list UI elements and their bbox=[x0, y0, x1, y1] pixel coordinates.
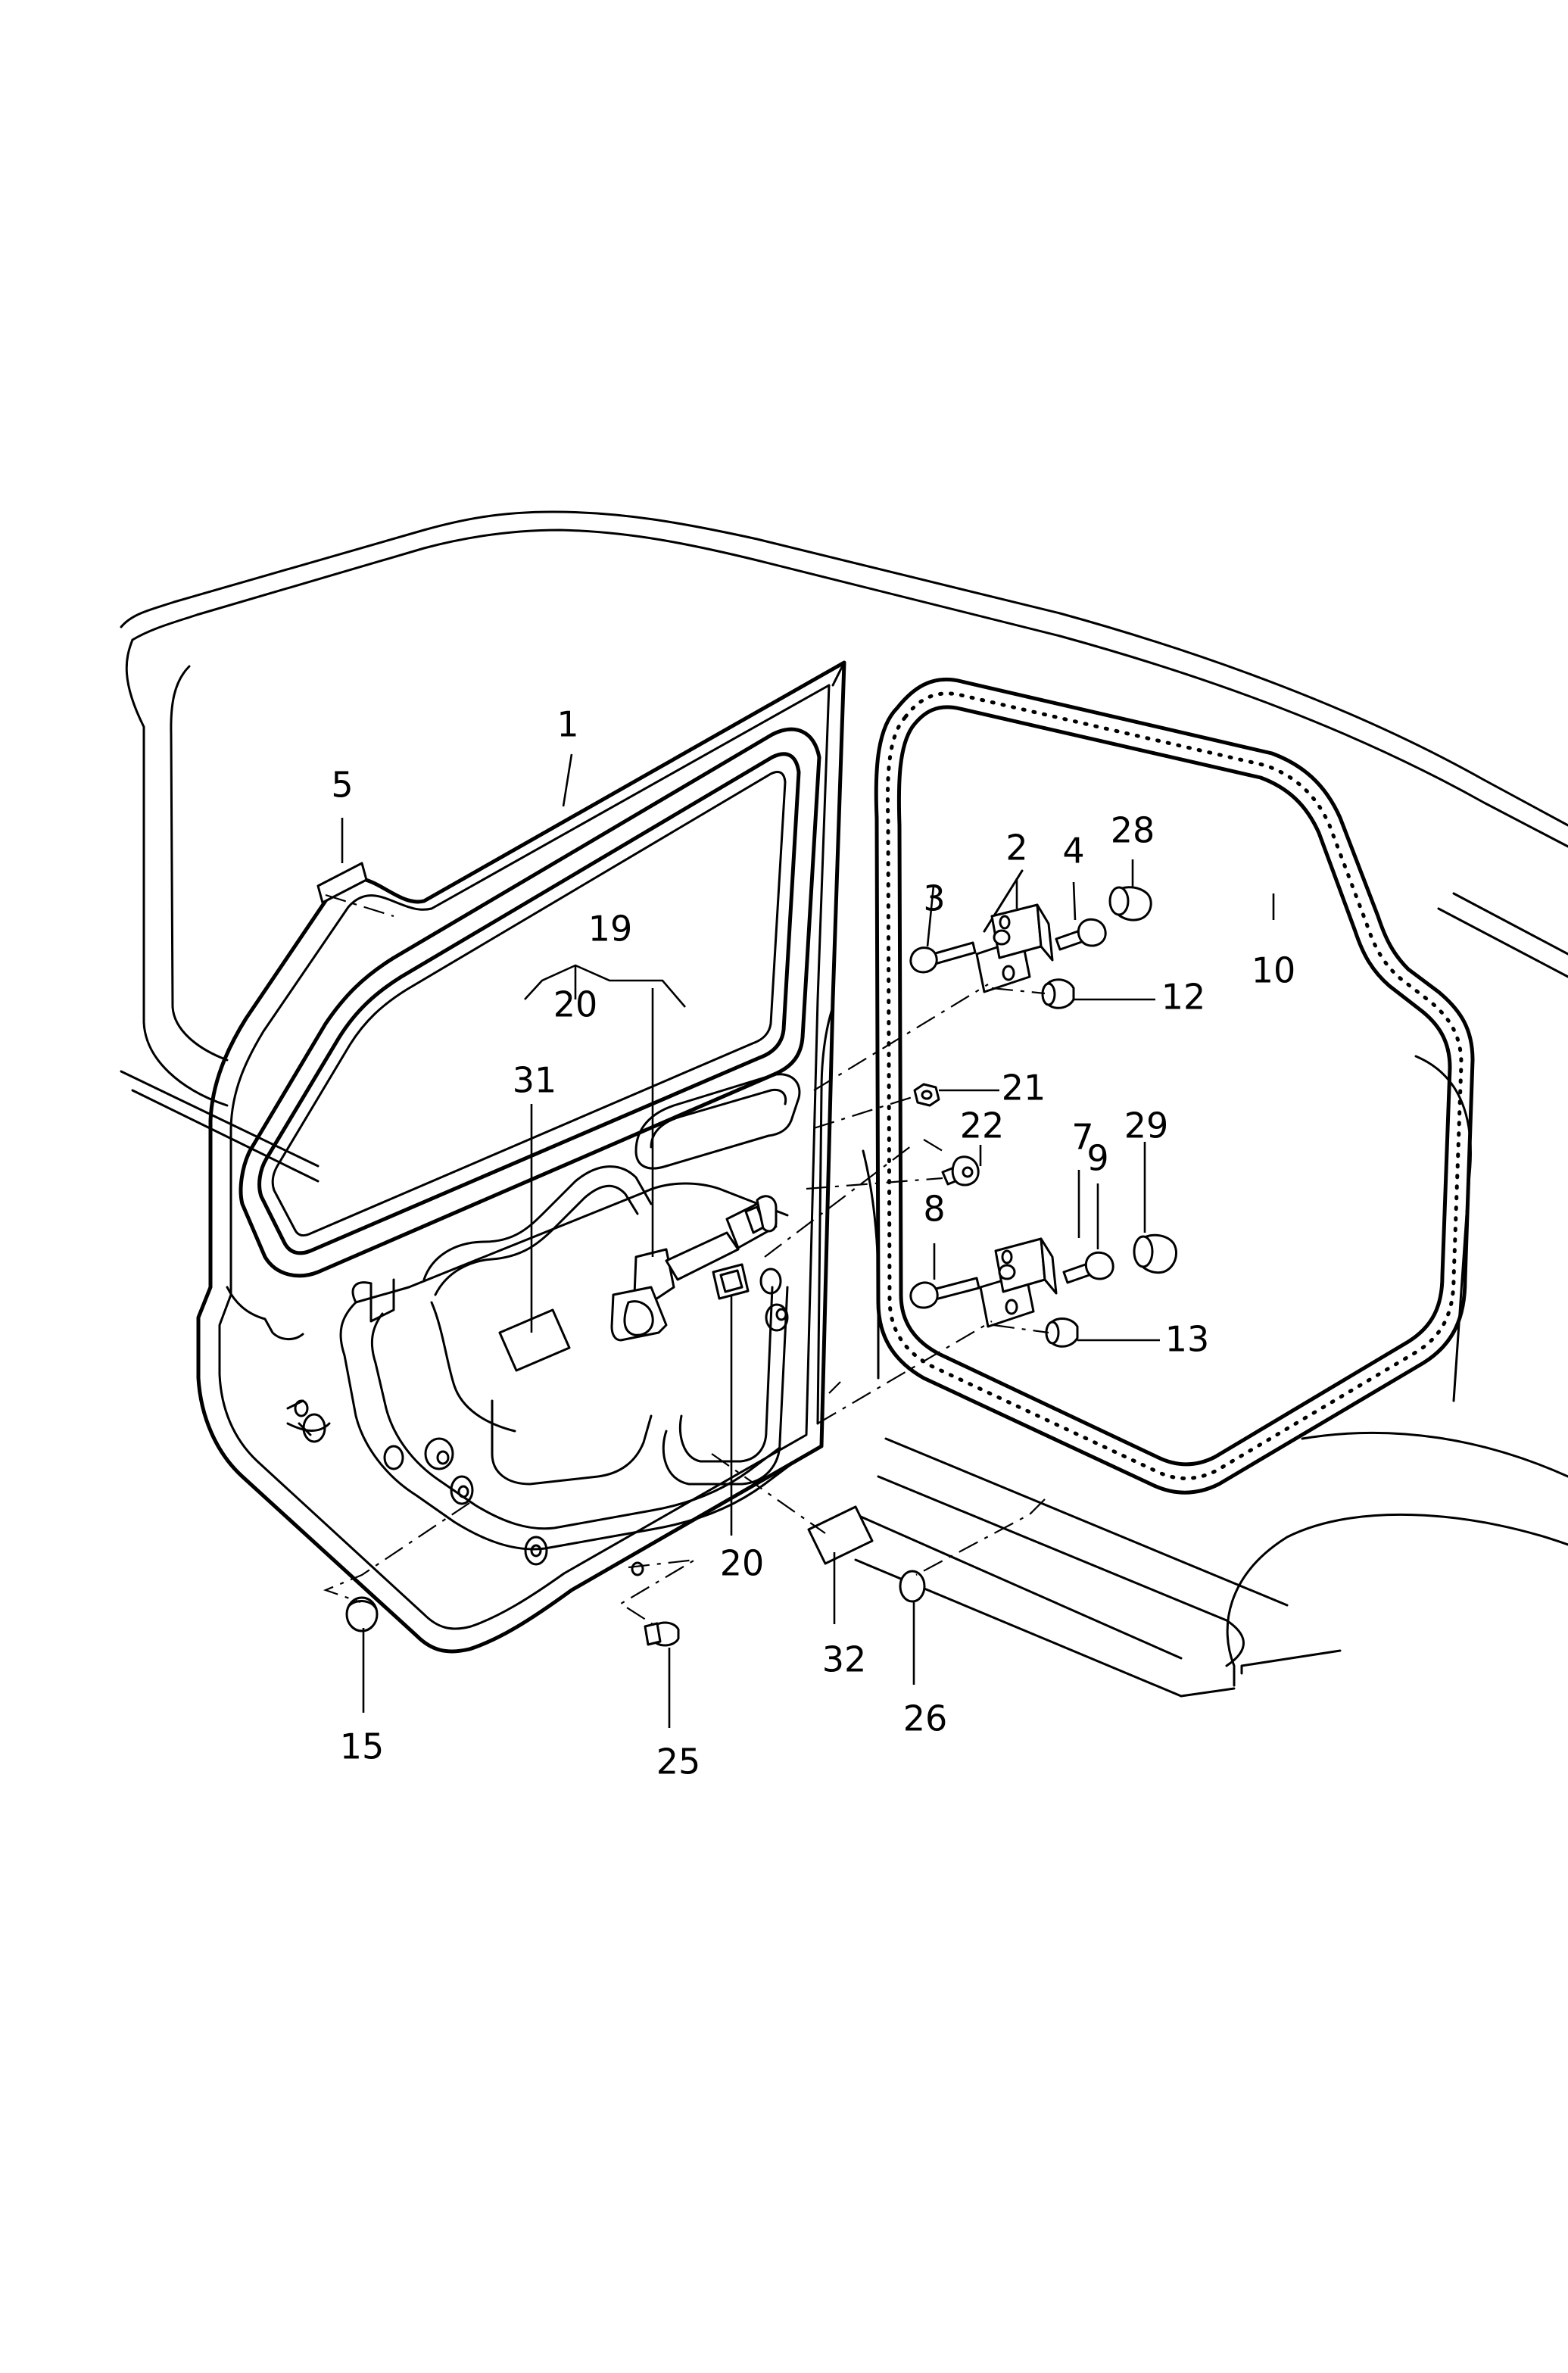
vehicle-body-outline bbox=[120, 510, 1568, 1698]
label-9: 9 bbox=[1086, 1138, 1108, 1179]
label-26: 26 bbox=[903, 1698, 948, 1739]
lower-hinge-7 bbox=[979, 1237, 1058, 1328]
door-seal-10 bbox=[874, 677, 1475, 1495]
label-32: 32 bbox=[822, 1639, 867, 1680]
upper-hinge-2 bbox=[975, 903, 1054, 993]
label-20-bottom: 20 bbox=[720, 1543, 765, 1584]
fasteners bbox=[316, 862, 1177, 1647]
door-check-strap-19 bbox=[610, 1195, 778, 1342]
assembly-lines bbox=[323, 893, 1049, 1629]
label-12: 12 bbox=[1161, 977, 1206, 1018]
label-29: 29 bbox=[1124, 1105, 1169, 1146]
door-shell-1 bbox=[196, 660, 846, 1654]
label-22: 22 bbox=[960, 1105, 1005, 1146]
label-28: 28 bbox=[1111, 810, 1155, 851]
label-1: 1 bbox=[556, 704, 578, 745]
label-2: 2 bbox=[1005, 828, 1027, 868]
label-3: 3 bbox=[923, 878, 945, 919]
label-21: 21 bbox=[1002, 1068, 1046, 1109]
label-5: 5 bbox=[331, 765, 353, 806]
label-4: 4 bbox=[1062, 831, 1084, 872]
label-10: 10 bbox=[1252, 950, 1296, 991]
label-31: 31 bbox=[513, 1060, 557, 1101]
label-19: 19 bbox=[588, 909, 633, 950]
label-15: 15 bbox=[340, 1726, 385, 1767]
leader-lines bbox=[341, 753, 1275, 1728]
label-25: 25 bbox=[656, 1742, 701, 1782]
label-8: 8 bbox=[923, 1189, 945, 1230]
part-labels: 1 5 2 4 28 3 10 12 19 20 31 21 22 7 9 29… bbox=[331, 704, 1295, 1782]
label-7: 7 bbox=[1071, 1117, 1093, 1158]
label-13: 13 bbox=[1165, 1319, 1210, 1360]
label-20-top: 20 bbox=[553, 984, 598, 1025]
